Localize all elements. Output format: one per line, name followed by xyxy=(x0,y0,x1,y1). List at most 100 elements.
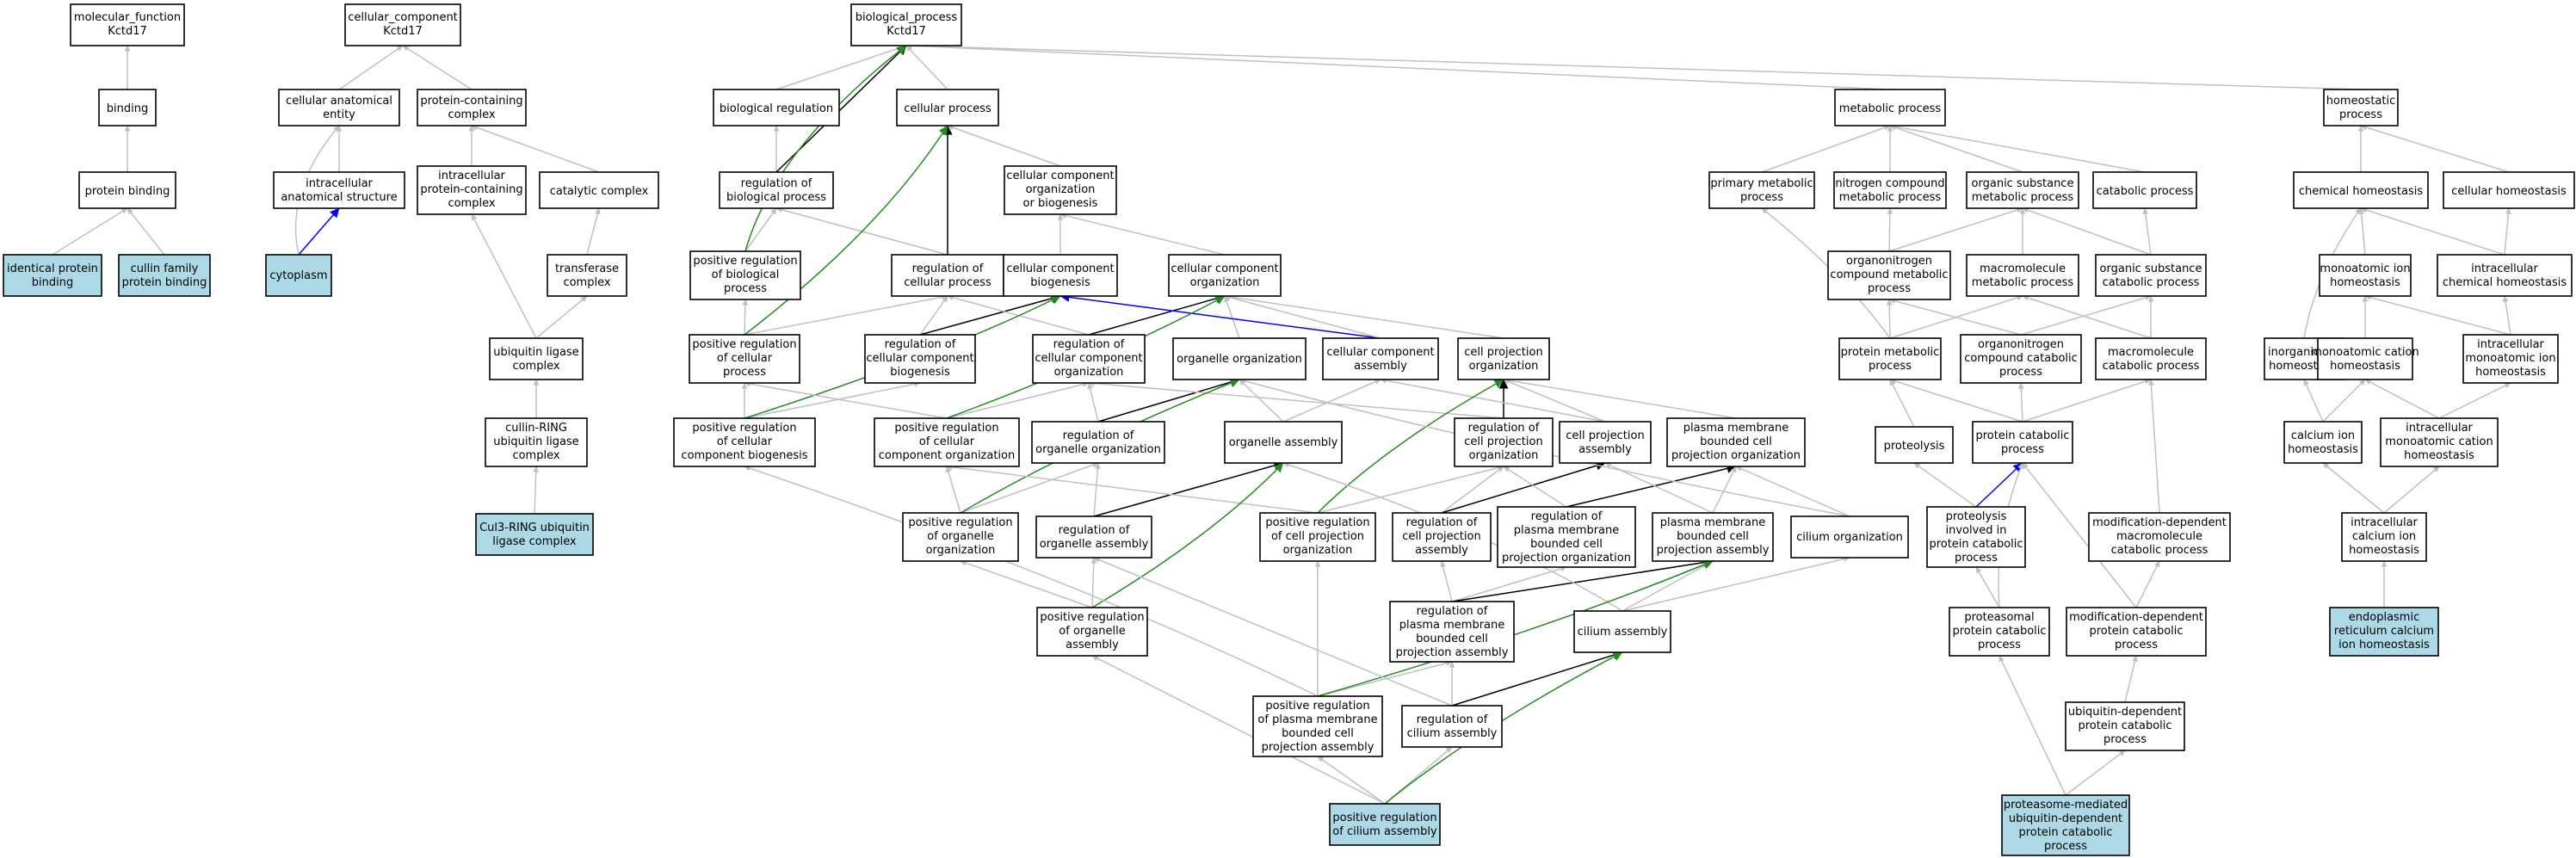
edge-imch-is_a-imih xyxy=(2438,382,2511,419)
svg-text:protein-containing: protein-containing xyxy=(420,95,522,108)
node-modification-dependent-macromolecule-catabolic-process[interactable]: modification-dependentmacromoleculecatab… xyxy=(2088,512,2231,562)
svg-text:biological process: biological process xyxy=(726,191,826,204)
node-proteasome-mediated-ubiquitin-dependent-protein-catabolic-process[interactable]: proteasome-mediatedubiquitin-dependentpr… xyxy=(2001,794,2130,856)
svg-text:complex: complex xyxy=(512,360,559,373)
svg-text:bounded cell: bounded cell xyxy=(1677,530,1749,543)
svg-text:proteasomal: proteasomal xyxy=(1964,611,2034,624)
svg-text:cilium assembly: cilium assembly xyxy=(1578,626,1668,639)
node-cellular-homeostasis[interactable]: cellular homeostasis xyxy=(2443,171,2575,209)
node-binding[interactable]: binding xyxy=(98,89,157,127)
node-cilium-organization[interactable]: cilium organization xyxy=(1790,515,1909,559)
svg-text:or biogenesis: or biogenesis xyxy=(1023,197,1098,210)
node-cilium-assembly[interactable]: cilium assembly xyxy=(1573,610,1671,653)
node-cellular-process[interactable]: cellular process xyxy=(896,89,999,127)
node-biological-regulation[interactable]: biological regulation xyxy=(713,89,840,127)
node-cytoplasm[interactable]: cytoplasm xyxy=(265,254,332,297)
edge-catc-is_a-pcc xyxy=(471,124,600,173)
node-protein-binding[interactable]: protein binding xyxy=(78,171,176,209)
edge-mdpcp-is_a-pcp xyxy=(2022,462,2137,608)
node-chemical-homeostasis[interactable]: chemical homeostasis xyxy=(2293,171,2429,209)
edge-co-is_a-pmbcpo xyxy=(1735,466,1850,517)
edge-rcco-part_of-cco xyxy=(1088,293,1226,336)
svg-text:cellular component: cellular component xyxy=(1006,170,1114,182)
edge-rcpo-is_a-rcco xyxy=(1088,380,1504,419)
node-catalytic-complex[interactable]: catalytic complex xyxy=(539,171,659,209)
edge-cpo-is_a-cco xyxy=(1224,293,1504,339)
node-organelle-organization[interactable]: organelle organization xyxy=(1172,337,1307,380)
node-proteolysis[interactable]: proteolysis xyxy=(1875,426,1954,464)
svg-text:process: process xyxy=(1740,191,1783,204)
node-catabolic-process[interactable]: catabolic process xyxy=(2092,171,2197,209)
edge-layer xyxy=(52,42,2511,805)
svg-text:monoatomic cation: monoatomic cation xyxy=(2311,346,2418,359)
node-organelle-assembly[interactable]: organelle assembly xyxy=(1224,421,1343,464)
node-metabolic-process[interactable]: metabolic process xyxy=(1834,89,1946,127)
svg-text:monoatomic ion: monoatomic ion xyxy=(2465,352,2555,365)
